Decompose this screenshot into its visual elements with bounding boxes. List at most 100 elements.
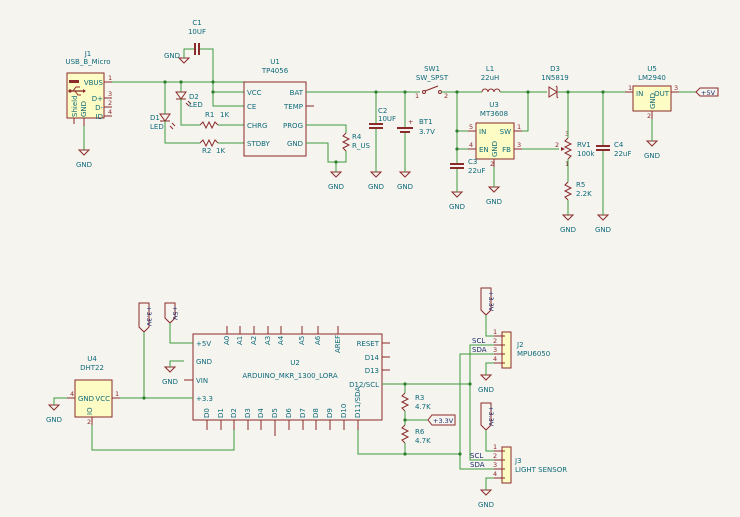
u4-pin-gnd: GND <box>78 395 94 403</box>
u3-value: MT3608 <box>480 110 508 118</box>
capacitor-c3[interactable]: C3 22uF <box>450 158 485 175</box>
u4-value: DHT22 <box>80 364 104 372</box>
u1-pin-gnd: GND <box>287 140 303 148</box>
c4-value: 22uF <box>614 150 631 158</box>
u2-pin-right: D12/SCL <box>349 381 379 389</box>
j1-pin-dp: D+ <box>92 95 103 103</box>
u4-ref: U4 <box>87 355 97 363</box>
potentiometer-rv1[interactable]: 3 2 1 RV1 100k <box>555 130 595 168</box>
l1-value: 22uH <box>481 74 500 82</box>
j1-num-vbus: 1 <box>108 74 112 82</box>
u2-pin-bottom: D2 <box>230 408 238 418</box>
u2-value: ARDUINO_MKR_1300_LORA <box>242 372 338 380</box>
ic-u3[interactable]: U3 MT3608 IN SW EN FB GND 5 4 1 3 2 <box>468 101 522 168</box>
u1-pin-bat: BAT <box>290 89 304 97</box>
resistor-r6[interactable]: R6 4.7K <box>400 424 431 445</box>
capacitor-c2[interactable]: C2 10UF <box>369 107 396 129</box>
resistor-r5[interactable]: R5 2.2K <box>563 181 592 201</box>
c3-value: 22uF <box>468 167 485 175</box>
j1-pin-shield: Shield <box>71 95 79 117</box>
diode-d3[interactable]: D3 1N5819 <box>541 65 569 99</box>
rv1-value: 100k <box>577 150 595 158</box>
u2-pin-bottom: D3 <box>244 408 252 418</box>
d1-ref: D1 <box>150 114 160 122</box>
u5-ref: U5 <box>647 65 657 73</box>
u2-pin-bottom: D10 <box>340 404 348 418</box>
capacitor-c1[interactable]: C1 10UF <box>188 19 206 55</box>
power-flag-5v-ard: +5V <box>164 302 179 324</box>
j1-ref: J1 <box>84 50 92 58</box>
u4-pin-io: IO <box>86 407 94 415</box>
p33v-j3-label: +3.3V <box>487 406 495 427</box>
net-label-scl-j3: SCL <box>470 452 483 460</box>
j3-num-3: 3 <box>493 461 497 469</box>
u2-pin-bottom: D5 <box>271 408 279 418</box>
battery-bt1[interactable]: + BT1 3.7V <box>397 118 435 136</box>
u1-pin-ce: CE <box>247 103 256 111</box>
sensor-u4[interactable]: U4 DHT22 GND VCC IO 4 1 2 <box>67 355 120 426</box>
u2-pin-right: D13 <box>365 367 379 375</box>
resistor-r1[interactable]: R1 1K <box>199 111 229 130</box>
rv1-num-1: 1 <box>565 160 569 168</box>
ic-u1[interactable]: U1 TP4056 VCC CE CHRG STDBY BAT TEMP PRO… <box>243 58 314 157</box>
u3-pin-gnd: GND <box>491 141 499 157</box>
u2-pin-left: GND <box>196 358 212 366</box>
u2-pin-bottom: D4 <box>257 408 265 418</box>
c1-value: 10UF <box>188 28 206 36</box>
j1-num-id: 4 <box>108 108 112 116</box>
inductor-l1[interactable]: L1 22uH <box>481 65 501 93</box>
d2-ref: D2 <box>189 93 199 101</box>
u3-num-en: 4 <box>469 141 473 149</box>
connector-j2[interactable]: 1 2 3 4 J2 MPU6050 <box>493 328 550 369</box>
r6-value: 4.7K <box>415 437 431 445</box>
u2-pin-top: A4 <box>277 335 285 345</box>
r1-ref: R1 <box>205 111 214 119</box>
d3-value: 1N5819 <box>541 74 569 82</box>
regulator-u5[interactable]: U5 LM2940 IN OUT GND 1 3 2 <box>625 65 679 120</box>
u1-pin-prog: PROG <box>283 122 303 130</box>
u5-value: LM2940 <box>638 74 666 82</box>
ground-label: GND <box>449 203 465 211</box>
u1-value: TP4056 <box>261 67 289 75</box>
ground-label: GND <box>644 152 660 160</box>
j1-pin-gnd: GND <box>80 101 88 117</box>
resistor-r2[interactable]: R2 1K <box>199 138 225 155</box>
u1-pin-vcc: VCC <box>247 89 262 97</box>
j1-num-dp: 3 <box>108 90 112 98</box>
u2-pin-right: D14 <box>365 354 380 362</box>
sw1-ref: SW1 <box>424 65 440 73</box>
j1-pin-vbus: VBUS <box>84 79 104 87</box>
u5-pin-gnd: GND <box>649 93 657 109</box>
u2-pin-top: A0 <box>223 336 231 345</box>
power-flag-3v3-j3: +3.3V <box>480 402 495 431</box>
u3-num-gnd: 2 <box>490 160 494 168</box>
sw1-num-1: 1 <box>415 92 419 100</box>
u3-pin-fb: FB <box>502 146 511 154</box>
ground-symbol: GND <box>76 149 92 169</box>
u2-pin-right: RESET <box>357 340 380 348</box>
sw1-value: SW_SPST <box>416 74 449 82</box>
connector-j3[interactable]: 1 2 3 4 J3 LIGHT SENSOR <box>493 443 567 484</box>
u2-pin-left: VIN <box>196 377 208 385</box>
r1-value: 1K <box>220 111 229 119</box>
u2-pin-bottom: D9 <box>326 408 334 418</box>
ground-label: GND <box>478 386 494 394</box>
u2-pin-top: AREF <box>334 335 342 353</box>
u4-num-vcc: 1 <box>115 390 119 398</box>
r6-ref: R6 <box>415 428 425 436</box>
resistor-r4[interactable]: R4 R_US <box>341 132 370 152</box>
r5-value: 2.2K <box>576 190 592 198</box>
plus-icon: + <box>408 118 413 126</box>
ground-label: GND <box>328 183 344 191</box>
resistor-r3[interactable]: R3 4.7K <box>400 392 431 412</box>
mcu-u2[interactable]: U2 ARDUINO_MKR_1300_LORA +5VGNDVIN+3.3A0… <box>192 326 390 436</box>
u3-ref: U3 <box>489 101 499 109</box>
c2-value: 10UF <box>378 115 396 123</box>
ground-label: GND <box>76 161 92 169</box>
power-flag-5v-out: +5V <box>695 87 719 97</box>
capacitor-c4[interactable]: C4 22uF <box>596 141 631 158</box>
j1-pin-id: ID <box>96 113 103 121</box>
connector-j1[interactable]: J1 USB_B_Micro VBUS D+ D- ID Shield GND … <box>65 50 112 126</box>
